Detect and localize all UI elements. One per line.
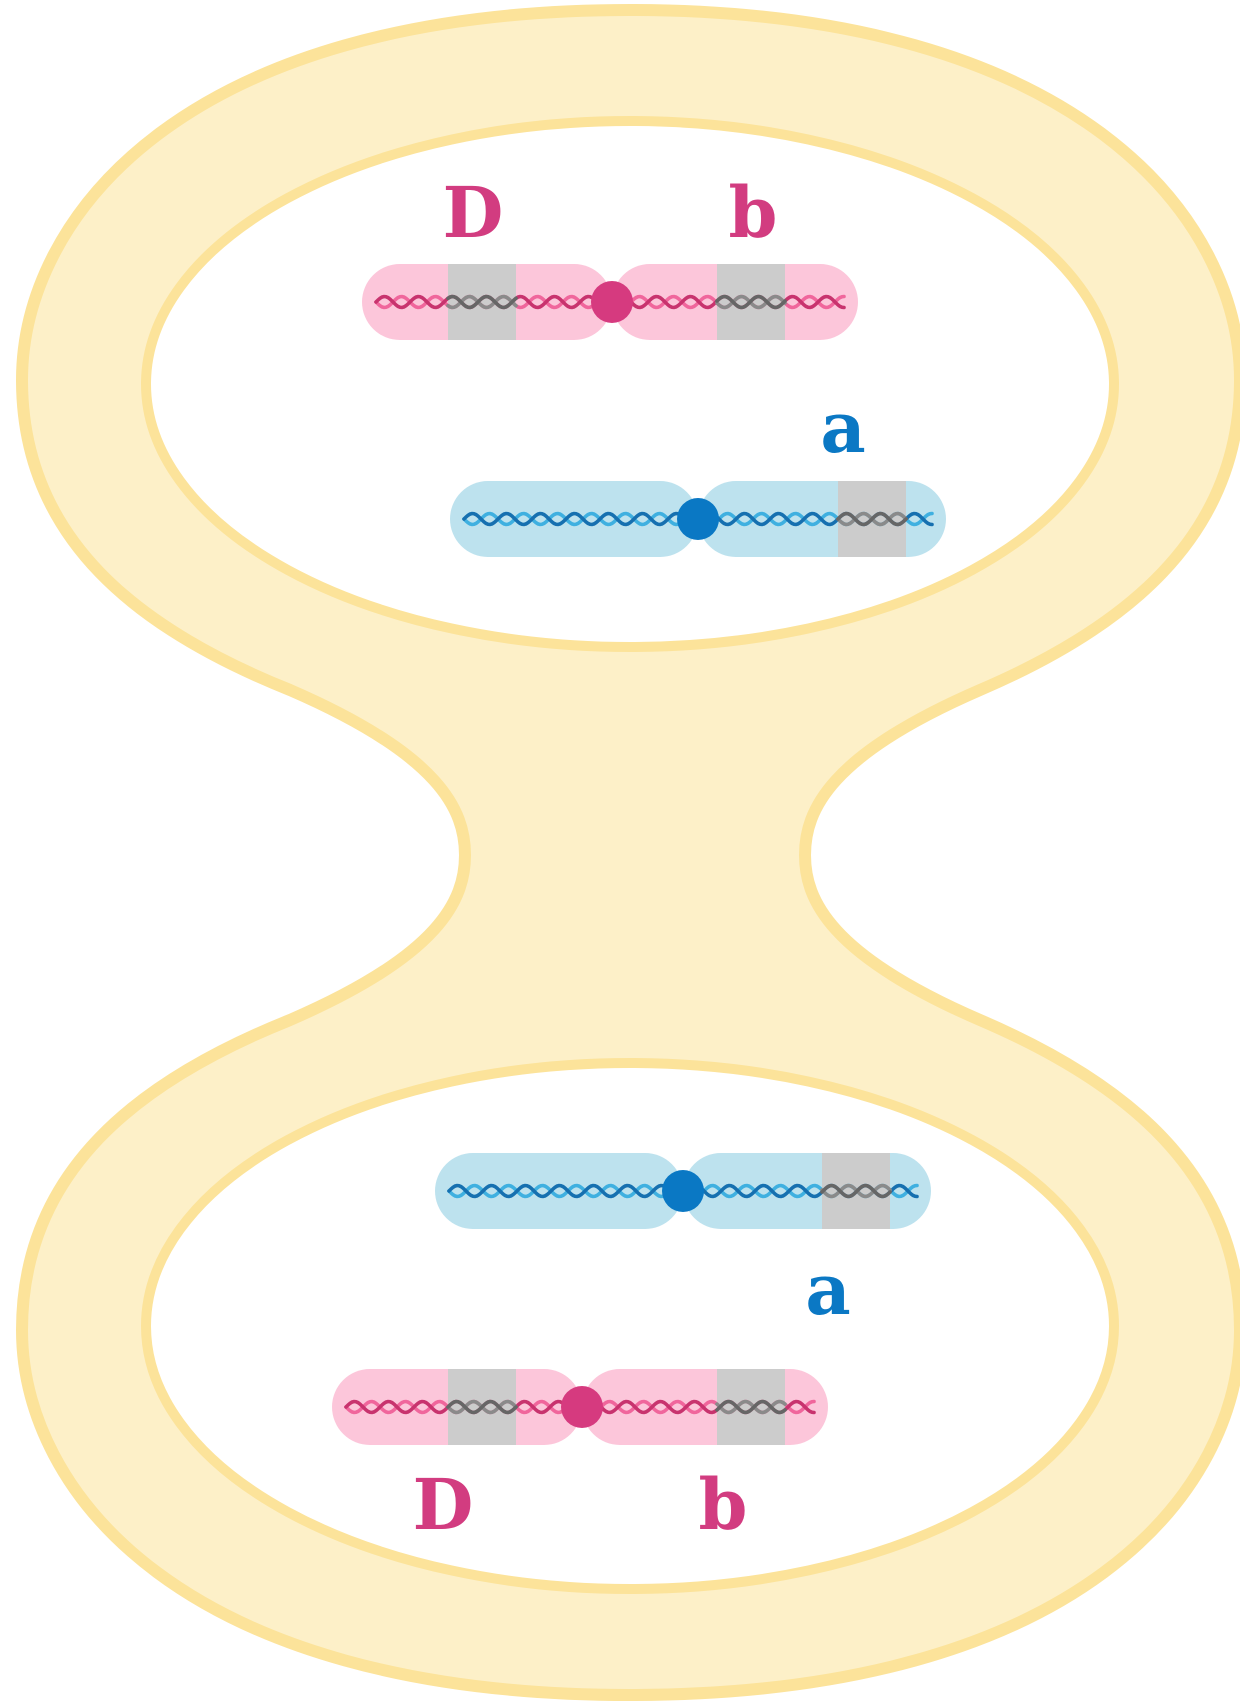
bottom-gene-label-b: b	[699, 1463, 748, 1546]
gene-band	[717, 1369, 785, 1445]
bottom-gene-label-d: D	[413, 1463, 474, 1546]
top-gene-label-b: b	[729, 171, 778, 254]
centromere	[662, 1170, 704, 1212]
bottom-gene-label-a: a	[805, 1248, 850, 1331]
chromosome-arm-left	[450, 481, 698, 557]
top-nucleus	[141, 116, 1119, 652]
centromere	[561, 1386, 603, 1428]
centromere	[677, 498, 719, 540]
gene-band	[448, 264, 516, 340]
centromere	[591, 281, 633, 323]
top-blue-chromosome	[450, 481, 946, 557]
chromosome-arm-left	[435, 1153, 683, 1229]
top-gene-label-a: a	[820, 386, 865, 469]
bottom-pink-chromosome	[332, 1369, 828, 1445]
top-pink-chromosome	[362, 264, 858, 340]
bottom-blue-chromosome	[435, 1153, 931, 1229]
top-gene-label-d: D	[443, 171, 504, 254]
bottom-nucleus	[141, 1058, 1119, 1594]
